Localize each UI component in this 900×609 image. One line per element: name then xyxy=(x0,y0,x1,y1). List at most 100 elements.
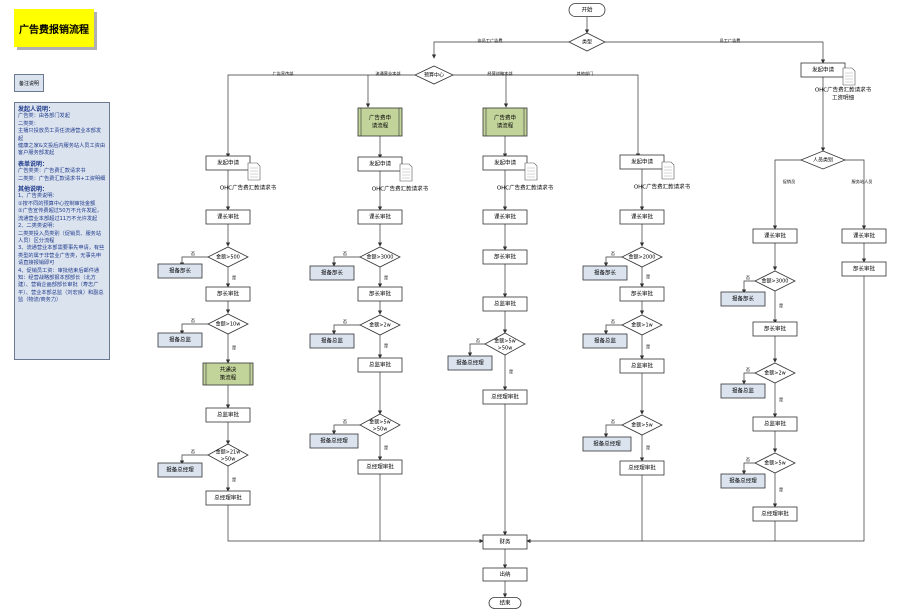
node-label: 金额>5w xyxy=(369,419,390,426)
doc-shape xyxy=(524,162,538,181)
process-box: 财务 xyxy=(482,534,528,550)
document-icon xyxy=(661,161,675,180)
connector xyxy=(179,323,208,335)
node-label: 课长审批 xyxy=(217,213,240,221)
box-shape xyxy=(752,321,798,337)
diamond-shape xyxy=(207,313,249,335)
node-label-part: 广告费申 xyxy=(369,114,391,122)
edge-label: 否 xyxy=(611,319,615,325)
box-shape xyxy=(482,567,528,582)
node-label: 报备总监 xyxy=(169,336,192,344)
edge-label: 是 xyxy=(509,369,514,375)
node-label: 报备部长 xyxy=(732,295,755,303)
process-box: 部长审批 xyxy=(205,286,251,302)
decision-diamond: 金额>500 xyxy=(207,246,249,268)
node-label: 总监审批 xyxy=(764,420,787,428)
report-box: 报备总经理 xyxy=(582,436,632,452)
connector xyxy=(772,159,801,230)
node-label: 报备总监 xyxy=(321,337,344,345)
box-shape xyxy=(447,355,493,371)
connector xyxy=(179,454,208,465)
box-shape xyxy=(582,436,632,452)
node-label: 部长审批 xyxy=(853,265,876,273)
box-shape xyxy=(205,407,251,423)
box-shape xyxy=(482,249,528,265)
node-label: 金额>1w xyxy=(631,322,652,329)
diamond-shape xyxy=(621,314,663,336)
node-label: 课长审批 xyxy=(631,213,654,221)
node-label: 金额>5w xyxy=(764,460,785,467)
box-shape xyxy=(582,265,628,281)
notes-line: ②广告宣传费超过50万不允许发起，流通营业本部超过11万不允许发起 xyxy=(18,208,102,222)
process-box: 发起申请 xyxy=(205,155,251,171)
diamond-shape xyxy=(359,314,401,336)
node-label: 部长审批 xyxy=(494,253,517,261)
notes-line: 健康之家&文投后内服务站人员工资由客户服务部发起 xyxy=(18,143,106,157)
edge-label: 是 xyxy=(779,397,784,403)
box-shape xyxy=(357,459,403,475)
decision-diamond: 金额>3000 xyxy=(359,246,401,268)
report-box: 报备总监 xyxy=(309,333,355,349)
edge-label: 否 xyxy=(746,275,750,281)
notes-line: 3、流通营业本部需要事先申请，有些类型的属于非营业广告类，无事先申请直接报销即可 xyxy=(18,245,105,267)
notes-line: 1、广告类说明： xyxy=(18,193,58,200)
box-shape xyxy=(202,362,254,386)
edge-label: 否 xyxy=(191,449,195,455)
process-box: 部长审批 xyxy=(752,321,798,337)
node-label: 报备总监 xyxy=(594,337,617,345)
diamond-shape xyxy=(207,246,249,268)
node-label: 总监审批 xyxy=(494,300,517,308)
connector xyxy=(179,256,208,267)
box-shape xyxy=(157,462,203,478)
process-box: 部长审批 xyxy=(357,286,403,302)
box-shape xyxy=(482,389,528,405)
box-shape xyxy=(720,383,766,399)
box-shape xyxy=(841,228,887,244)
edge-label: 是 xyxy=(646,274,651,280)
box-shape xyxy=(482,296,528,312)
connector xyxy=(845,159,867,230)
edge-label: 是 xyxy=(232,345,237,351)
process-box: 总监审批 xyxy=(482,296,528,312)
notes-line: 二类类投入员类别（促销员、服务站人员）区分流程 xyxy=(18,230,102,244)
doc-shape xyxy=(842,67,856,86)
edge-label: 员工广告费 xyxy=(720,37,741,44)
decision-diamond: 金额>21w>50w xyxy=(207,443,249,467)
connector xyxy=(331,256,360,267)
notes-line: ①按不同的预算中心控制审批金额 xyxy=(18,200,96,207)
process-box: 课长审批 xyxy=(357,209,403,225)
decision-diamond: 金额>5w xyxy=(621,414,663,436)
edge-label: 是 xyxy=(232,275,237,281)
process-box: 总经理审批 xyxy=(205,490,251,506)
edge-label: 是 xyxy=(384,275,389,281)
diamond-shape xyxy=(754,452,796,474)
node-label: 总经理审批 xyxy=(214,494,242,502)
edge-label: 非员工广告费 xyxy=(477,37,502,44)
node-label: 课长审批 xyxy=(369,213,392,221)
notes-line: 二类类： xyxy=(18,120,39,127)
box-shape xyxy=(619,286,665,302)
edge-label: 是 xyxy=(384,445,389,451)
box-shape xyxy=(619,358,665,374)
form-label: OHC广告费汇款请求书 xyxy=(815,86,872,94)
node-label: 金额>10w xyxy=(216,321,241,328)
decision-diamond: 金额>3000 xyxy=(754,270,796,292)
edge-label: 否 xyxy=(343,419,347,425)
notes-line: 二类类：广告费汇款请求书+工资明细 xyxy=(18,175,106,182)
node-label: 财务 xyxy=(499,538,511,546)
process-box: 出纳 xyxy=(482,567,528,582)
process-box: 总经理审批 xyxy=(482,389,528,405)
edge-label: 否 xyxy=(191,318,195,324)
report-box: 报备总监 xyxy=(720,383,766,399)
node-label: 课长审批 xyxy=(494,213,517,221)
diamond-shape xyxy=(621,414,663,436)
decision-diamond: 人员类别 xyxy=(799,150,847,170)
report-box: 报备部长 xyxy=(309,265,355,281)
process-box: 总监审批 xyxy=(205,407,251,423)
box-shape xyxy=(482,209,528,225)
box-shape xyxy=(205,209,251,225)
node-label: 部长审批 xyxy=(217,290,240,298)
box-shape xyxy=(752,228,798,244)
diamond-shape xyxy=(799,150,847,170)
